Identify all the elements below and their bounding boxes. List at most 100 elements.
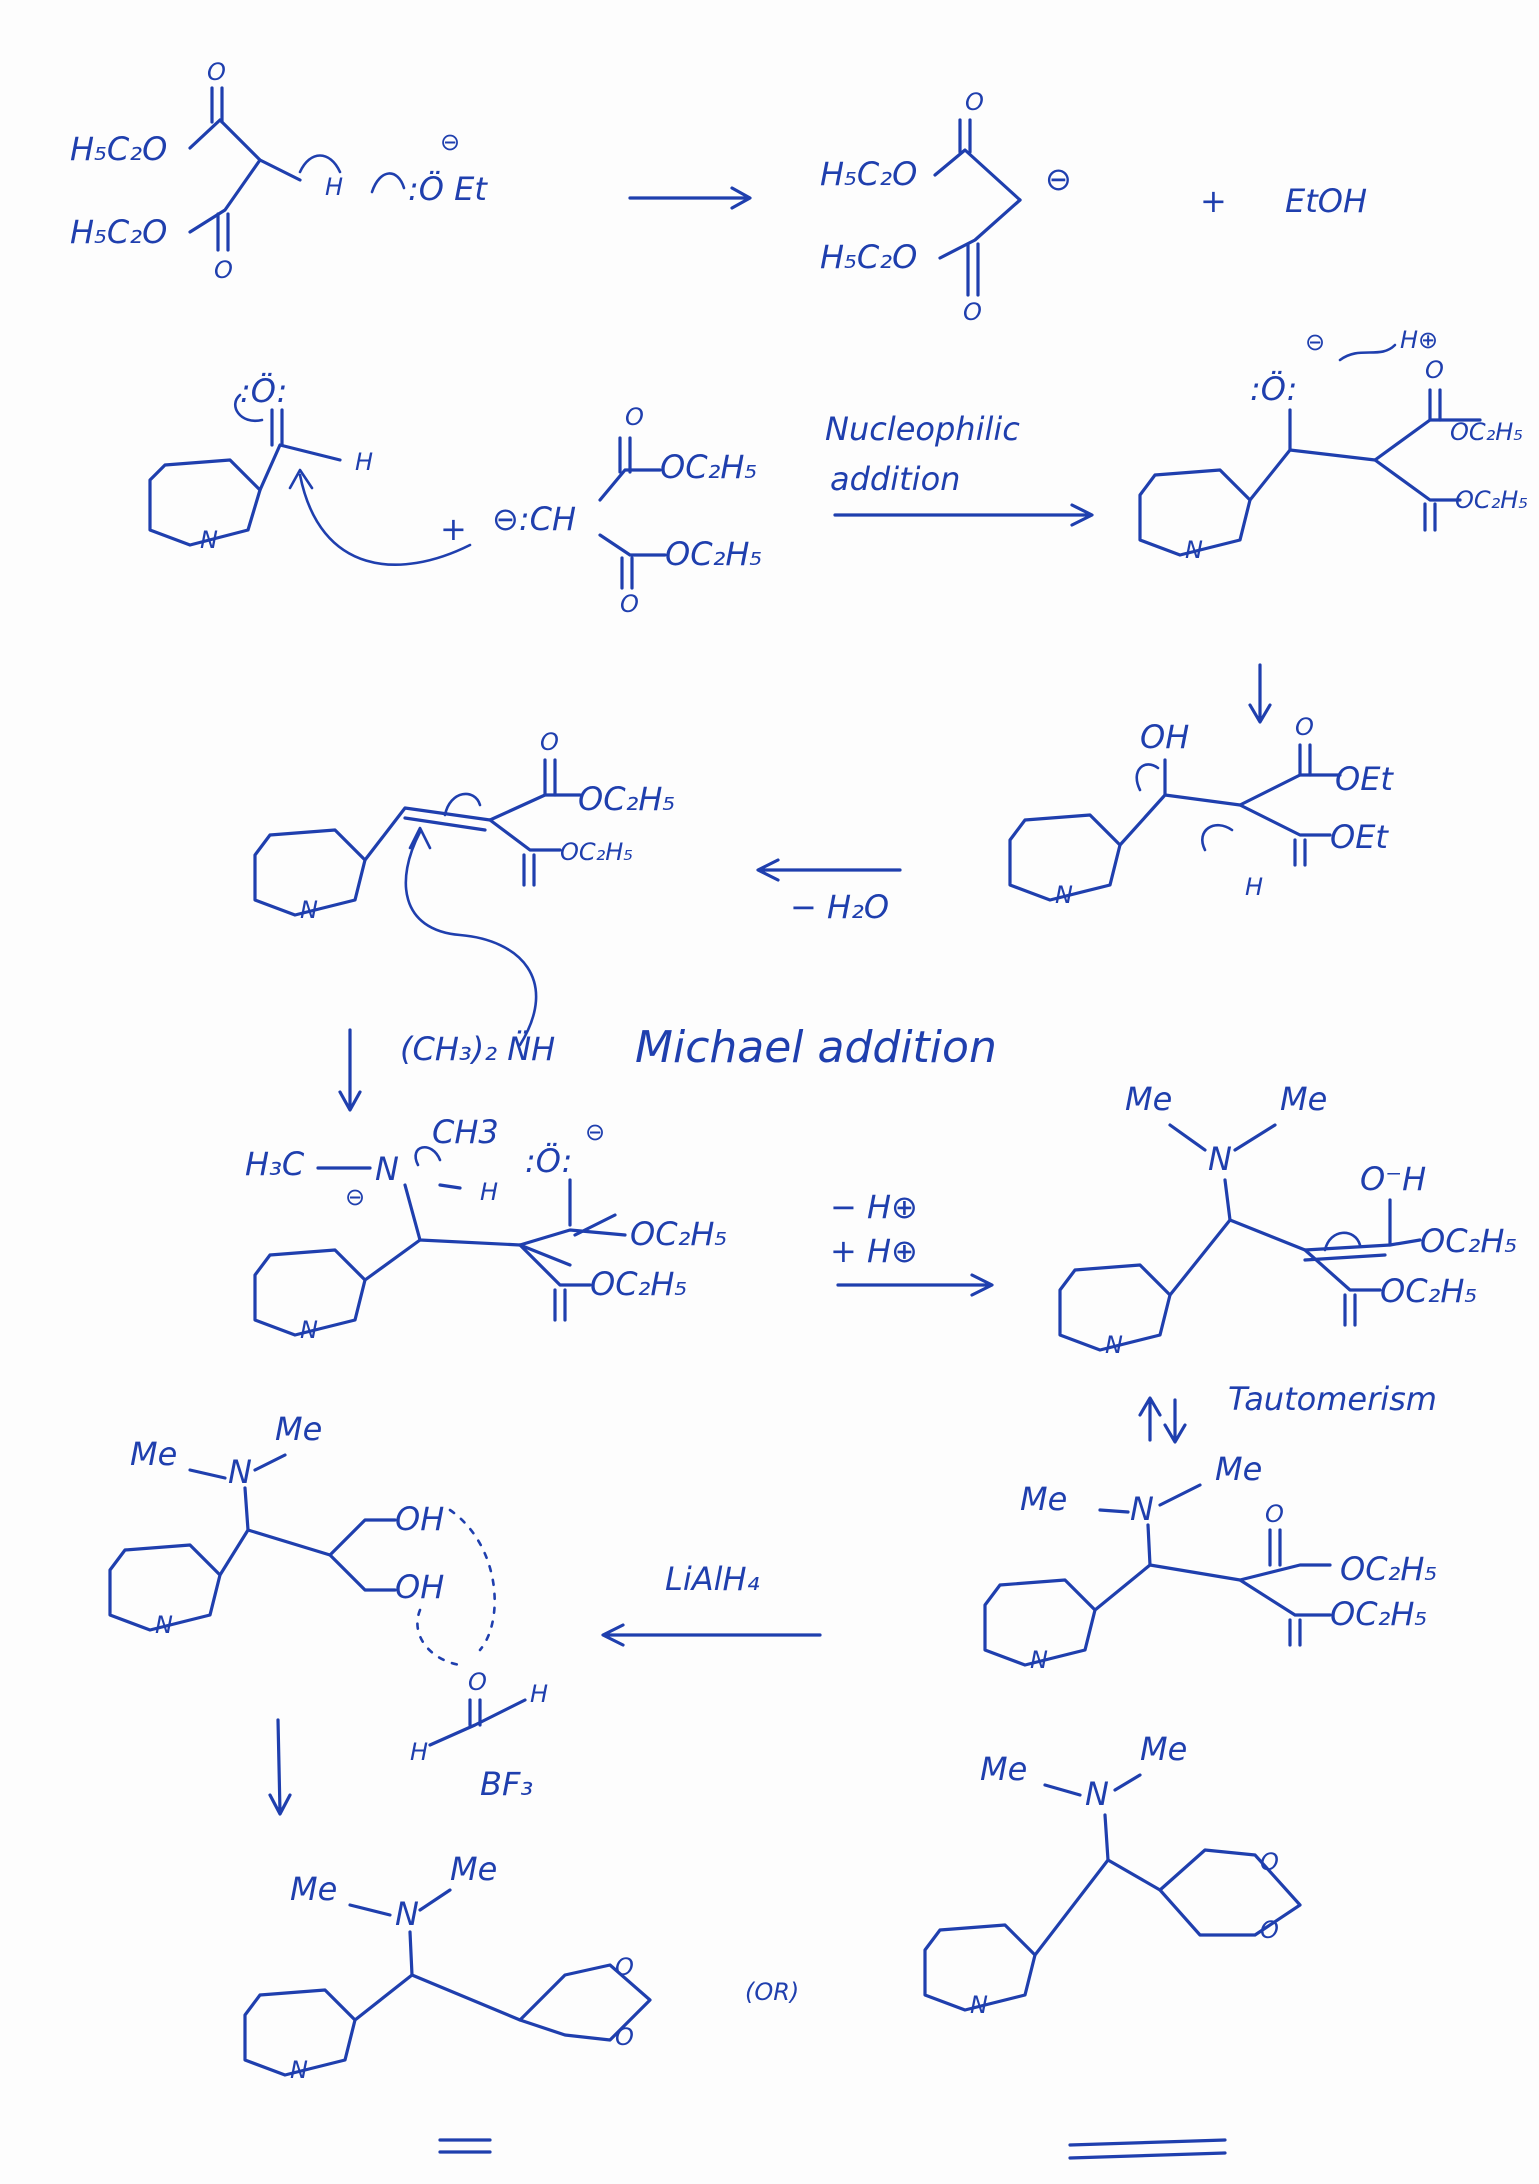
arrow-proton-transfer	[836, 1273, 994, 1297]
ethoxy-label-d: H₅C₂O	[820, 238, 917, 276]
ester-oet-8: OC₂H₅	[560, 838, 633, 866]
label-addition: addition	[830, 460, 960, 498]
carbonyl-o-c: O	[965, 88, 984, 116]
ester-o-7: O	[540, 728, 559, 756]
ester-oet-2: OC₂H₅	[665, 535, 762, 573]
n-charge: ⊖	[345, 1183, 365, 1211]
ester-oet-4: OC₂H₅	[1455, 486, 1528, 514]
alkoxide-charge: ⊖	[1305, 328, 1325, 356]
aldehyde-o: :Ö:	[240, 372, 287, 410]
amine-n-4: N	[395, 1895, 419, 1933]
pyridine-n-10: N	[970, 1991, 988, 2019]
methyl-top: CH3	[432, 1113, 499, 1151]
product-dioxane-a: Me Me N N O O	[243, 1850, 652, 2154]
pyridine-ring-3	[1008, 813, 1122, 902]
alkylidene-malonate: N O OC₂H₅ OC₂H₅	[253, 728, 675, 924]
methyl-f: Me	[275, 1410, 322, 1448]
pyridine-n-8: N	[155, 1611, 173, 1639]
methyl-left: H₃C	[245, 1145, 305, 1183]
label-minus-water: − H₂O	[790, 888, 889, 926]
pyridine-ring-2	[1138, 468, 1252, 557]
pyridine-ring-5	[253, 1248, 367, 1337]
arrow-down-3	[268, 1718, 292, 1816]
pyridine-ring-10	[923, 1923, 1037, 2012]
pyridine-n-2: N	[1185, 536, 1203, 564]
methyl-b: Me	[1280, 1080, 1327, 1118]
ester-oet-5: OEt	[1335, 760, 1394, 798]
enolate-charge: ⊖	[585, 1118, 605, 1146]
proton: H⊕	[1400, 326, 1438, 354]
zwitterion-enolate: H₃C N ⊖ CH3 H :Ö: ⊖ OC₂H₅ OC₂H₅ N	[245, 1113, 727, 1344]
pyridine-ring-9	[243, 1988, 357, 2077]
label-or: (OR)	[745, 1978, 799, 2006]
ester-oet-11: OC₂H₅	[1420, 1222, 1517, 1260]
attack-arrow	[288, 468, 472, 566]
ammonium-n: N	[375, 1150, 399, 1188]
carbanion-ch: ⊖:CH	[492, 500, 576, 538]
arrow-down-1	[1248, 663, 1272, 724]
ester-oet-9: OC₂H₅	[630, 1215, 727, 1253]
enolate-o: :Ö:	[525, 1142, 572, 1180]
pyridine-n-7: N	[1030, 1646, 1048, 1674]
ethoxide-charge: ⊖	[440, 128, 460, 156]
ethoxide: :Ö Et	[408, 170, 488, 208]
hydroxyl-1: OH	[395, 1500, 444, 1538]
cyclization-dots	[416, 1508, 496, 1667]
arrow-reduction	[601, 1623, 822, 1647]
label-nucleophilic: Nucleophilic	[825, 410, 1020, 448]
diol-formaldehyde: Me Me N N OH OH O H H	[108, 1410, 548, 1766]
enol-oh: O⁻H	[1360, 1160, 1426, 1198]
michael-attack-arrow	[404, 826, 538, 1047]
enolate-nucleophile: ⊖:CH O OC₂H₅ O OC₂H₅	[492, 403, 762, 618]
ester-o-13: O	[1265, 1500, 1284, 1528]
methyl-j: Me	[1140, 1730, 1187, 1768]
pyridine-ring-4	[253, 828, 367, 917]
ester-o-1: O	[625, 403, 644, 431]
alkoxide-o: :Ö:	[1250, 370, 1297, 408]
methyl-d: Me	[1215, 1450, 1262, 1488]
diethyl-malonate: H₅C₂O H₅C₂O O O H :Ö Et ⊖	[70, 58, 488, 284]
pyridine-ring-7	[983, 1578, 1097, 1667]
hydroxyl: OH	[1140, 718, 1189, 756]
arrow-down-taut	[1163, 1398, 1187, 1444]
pyridine-aldehyde: N :Ö: H	[148, 372, 373, 554]
reagent-lialh4: LiAlH₄	[665, 1560, 760, 1598]
malonate-enolate: H₅C₂O H₅C₂O O O ⊖	[820, 88, 1072, 326]
methyl-a: Me	[1125, 1080, 1172, 1118]
ester-oet-3: OC₂H₅	[1450, 418, 1523, 446]
pyridine-ring-1	[148, 458, 262, 547]
ethoxy-label-c: H₅C₂O	[820, 155, 917, 193]
ester-o-5: O	[1295, 713, 1314, 741]
dioxane-o-1: O	[615, 1953, 634, 1981]
enol-amine: Me Me N N O⁻H OC₂H₅ OC₂H₅	[1058, 1080, 1517, 1359]
pyridine-n-4: N	[300, 896, 318, 924]
pyridine-n-5: N	[300, 1316, 318, 1344]
hydroxyl-2: OH	[395, 1568, 444, 1606]
ester-oet-12: OC₂H₅	[1380, 1272, 1477, 1310]
ester-oet-14: OC₂H₅	[1330, 1595, 1427, 1633]
dioxane-o-2: O	[615, 2023, 634, 2051]
methyl-c: Me	[1020, 1480, 1067, 1518]
alpha-h-2: H	[1245, 873, 1263, 901]
underline-a	[438, 2138, 492, 2154]
plus-row1: +	[1200, 182, 1227, 220]
formaldehyde-h-2: H	[530, 1680, 548, 1708]
ester-o-2: O	[620, 590, 639, 618]
methyl-i: Me	[980, 1750, 1027, 1788]
carbonyl-o-a: O	[207, 58, 226, 86]
label-minus-proton: − H⊕	[830, 1188, 918, 1226]
reagent-bf3: BF₃	[480, 1765, 533, 1803]
alpha-h: H	[325, 173, 343, 201]
dioxane-o-4: O	[1260, 1916, 1279, 1944]
ester-oet-1: OC₂H₅	[660, 448, 757, 486]
ester-oet-7: OC₂H₅	[578, 780, 675, 818]
arrow-dehydration	[756, 858, 902, 882]
pyridine-ring-6	[1058, 1263, 1172, 1352]
label-michael-addition: Michael addition	[635, 1022, 997, 1073]
pyridine-ring-8	[108, 1543, 222, 1632]
ester-o-3: O	[1425, 356, 1444, 384]
pyridine-n-9: N	[290, 2056, 308, 2084]
ester-oet-13: OC₂H₅	[1340, 1550, 1437, 1588]
